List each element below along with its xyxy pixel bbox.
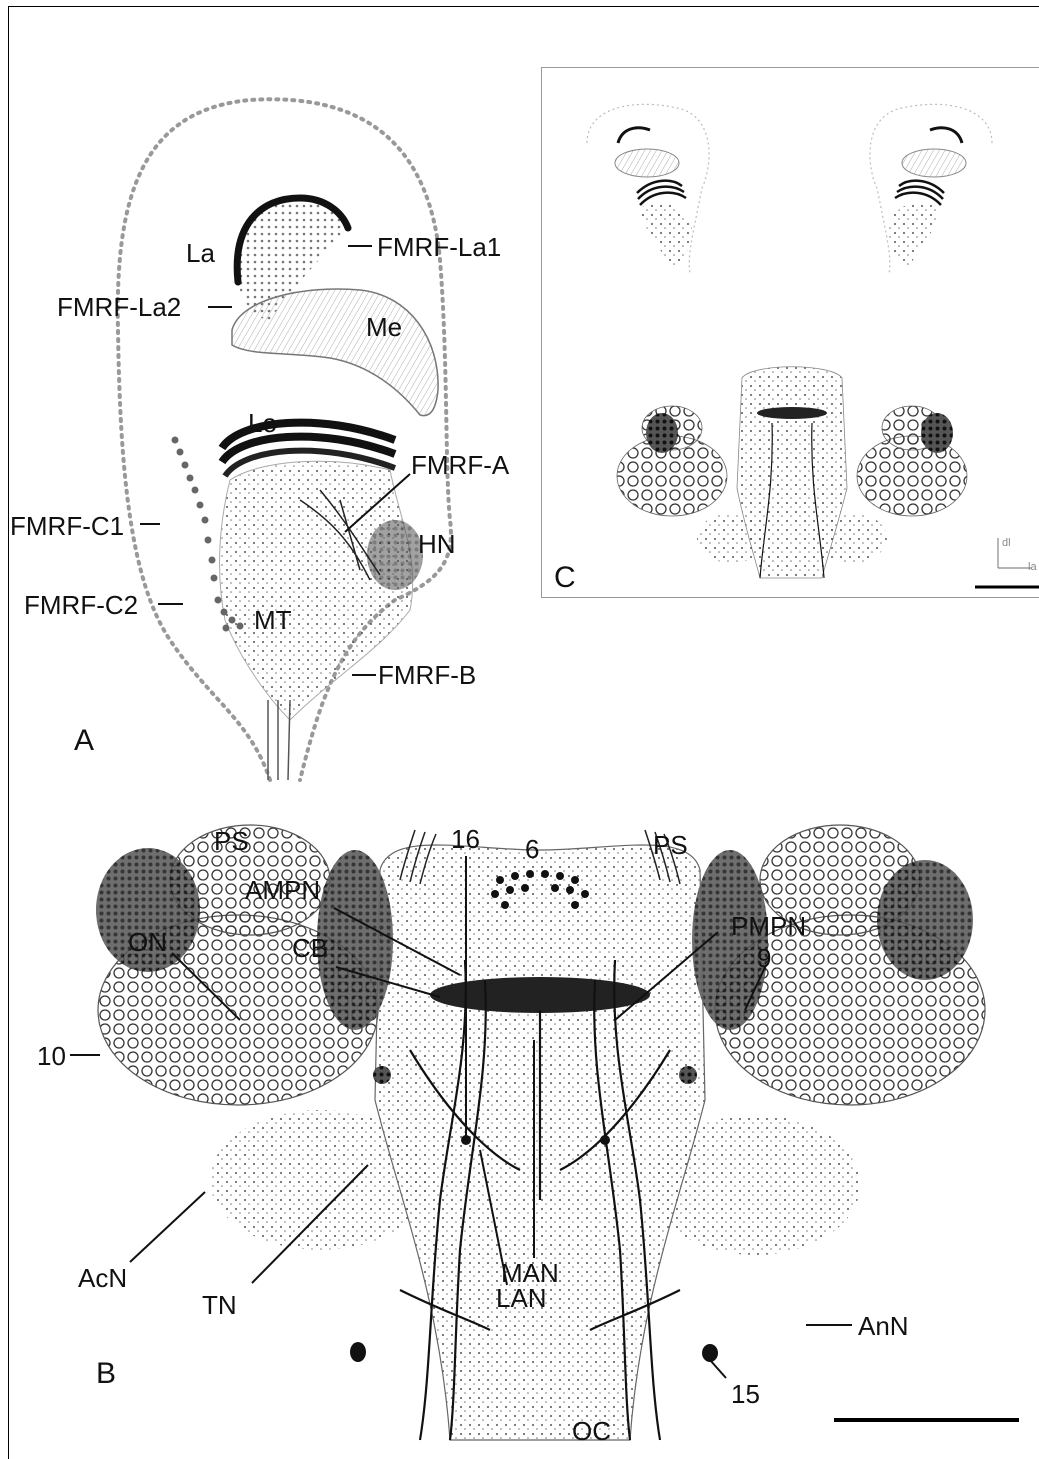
central-body [430,977,650,1013]
label-la: La [186,240,215,266]
label-fmrf-b: FMRF-B [378,662,476,688]
label-ampn: AMPN [245,877,320,903]
panel-c-inset: C dl la [541,67,1039,598]
label-fmrf-c1: FMRF-C1 [10,513,124,539]
panel-a-letter: A [74,726,94,756]
label-ps-right: PS [653,832,688,858]
panel-c-drawing [542,68,1039,599]
label-mt: MT [254,607,292,633]
label-cb: CB [292,935,328,961]
label-fmrf-a: FMRF-A [411,452,509,478]
label-fmrf-c2: FMRF-C2 [24,592,138,618]
label-tn: TN [202,1292,237,1318]
label-pmpn: PMPN [731,913,806,939]
label-oc: OC [572,1418,611,1444]
label-10: 10 [37,1043,66,1069]
label-acn: AcN [78,1265,127,1291]
label-lan: LAN [496,1285,547,1311]
label-hn: HN [418,531,456,557]
label-16: 16 [451,826,480,852]
axis-label-la: la [1028,561,1037,573]
label-ann: AnN [858,1313,909,1339]
label-lo: Lo [248,410,277,436]
panel-c-letter: C [554,563,576,593]
axis-label-dl: dl [1002,537,1011,549]
label-15: 15 [731,1381,760,1407]
label-ps-left: PS [214,828,249,854]
label-fmrf-la1: FMRF-La1 [377,234,501,260]
label-fmrf-la2: FMRF-La2 [57,294,181,320]
panel-b-drawing [70,825,1019,1440]
label-me: Me [366,314,402,340]
label-on: ON [128,929,167,955]
label-6: 6 [525,836,539,862]
panel-b-letter: B [96,1359,116,1389]
label-9: 9 [757,945,771,971]
medulla-shape [232,289,438,416]
